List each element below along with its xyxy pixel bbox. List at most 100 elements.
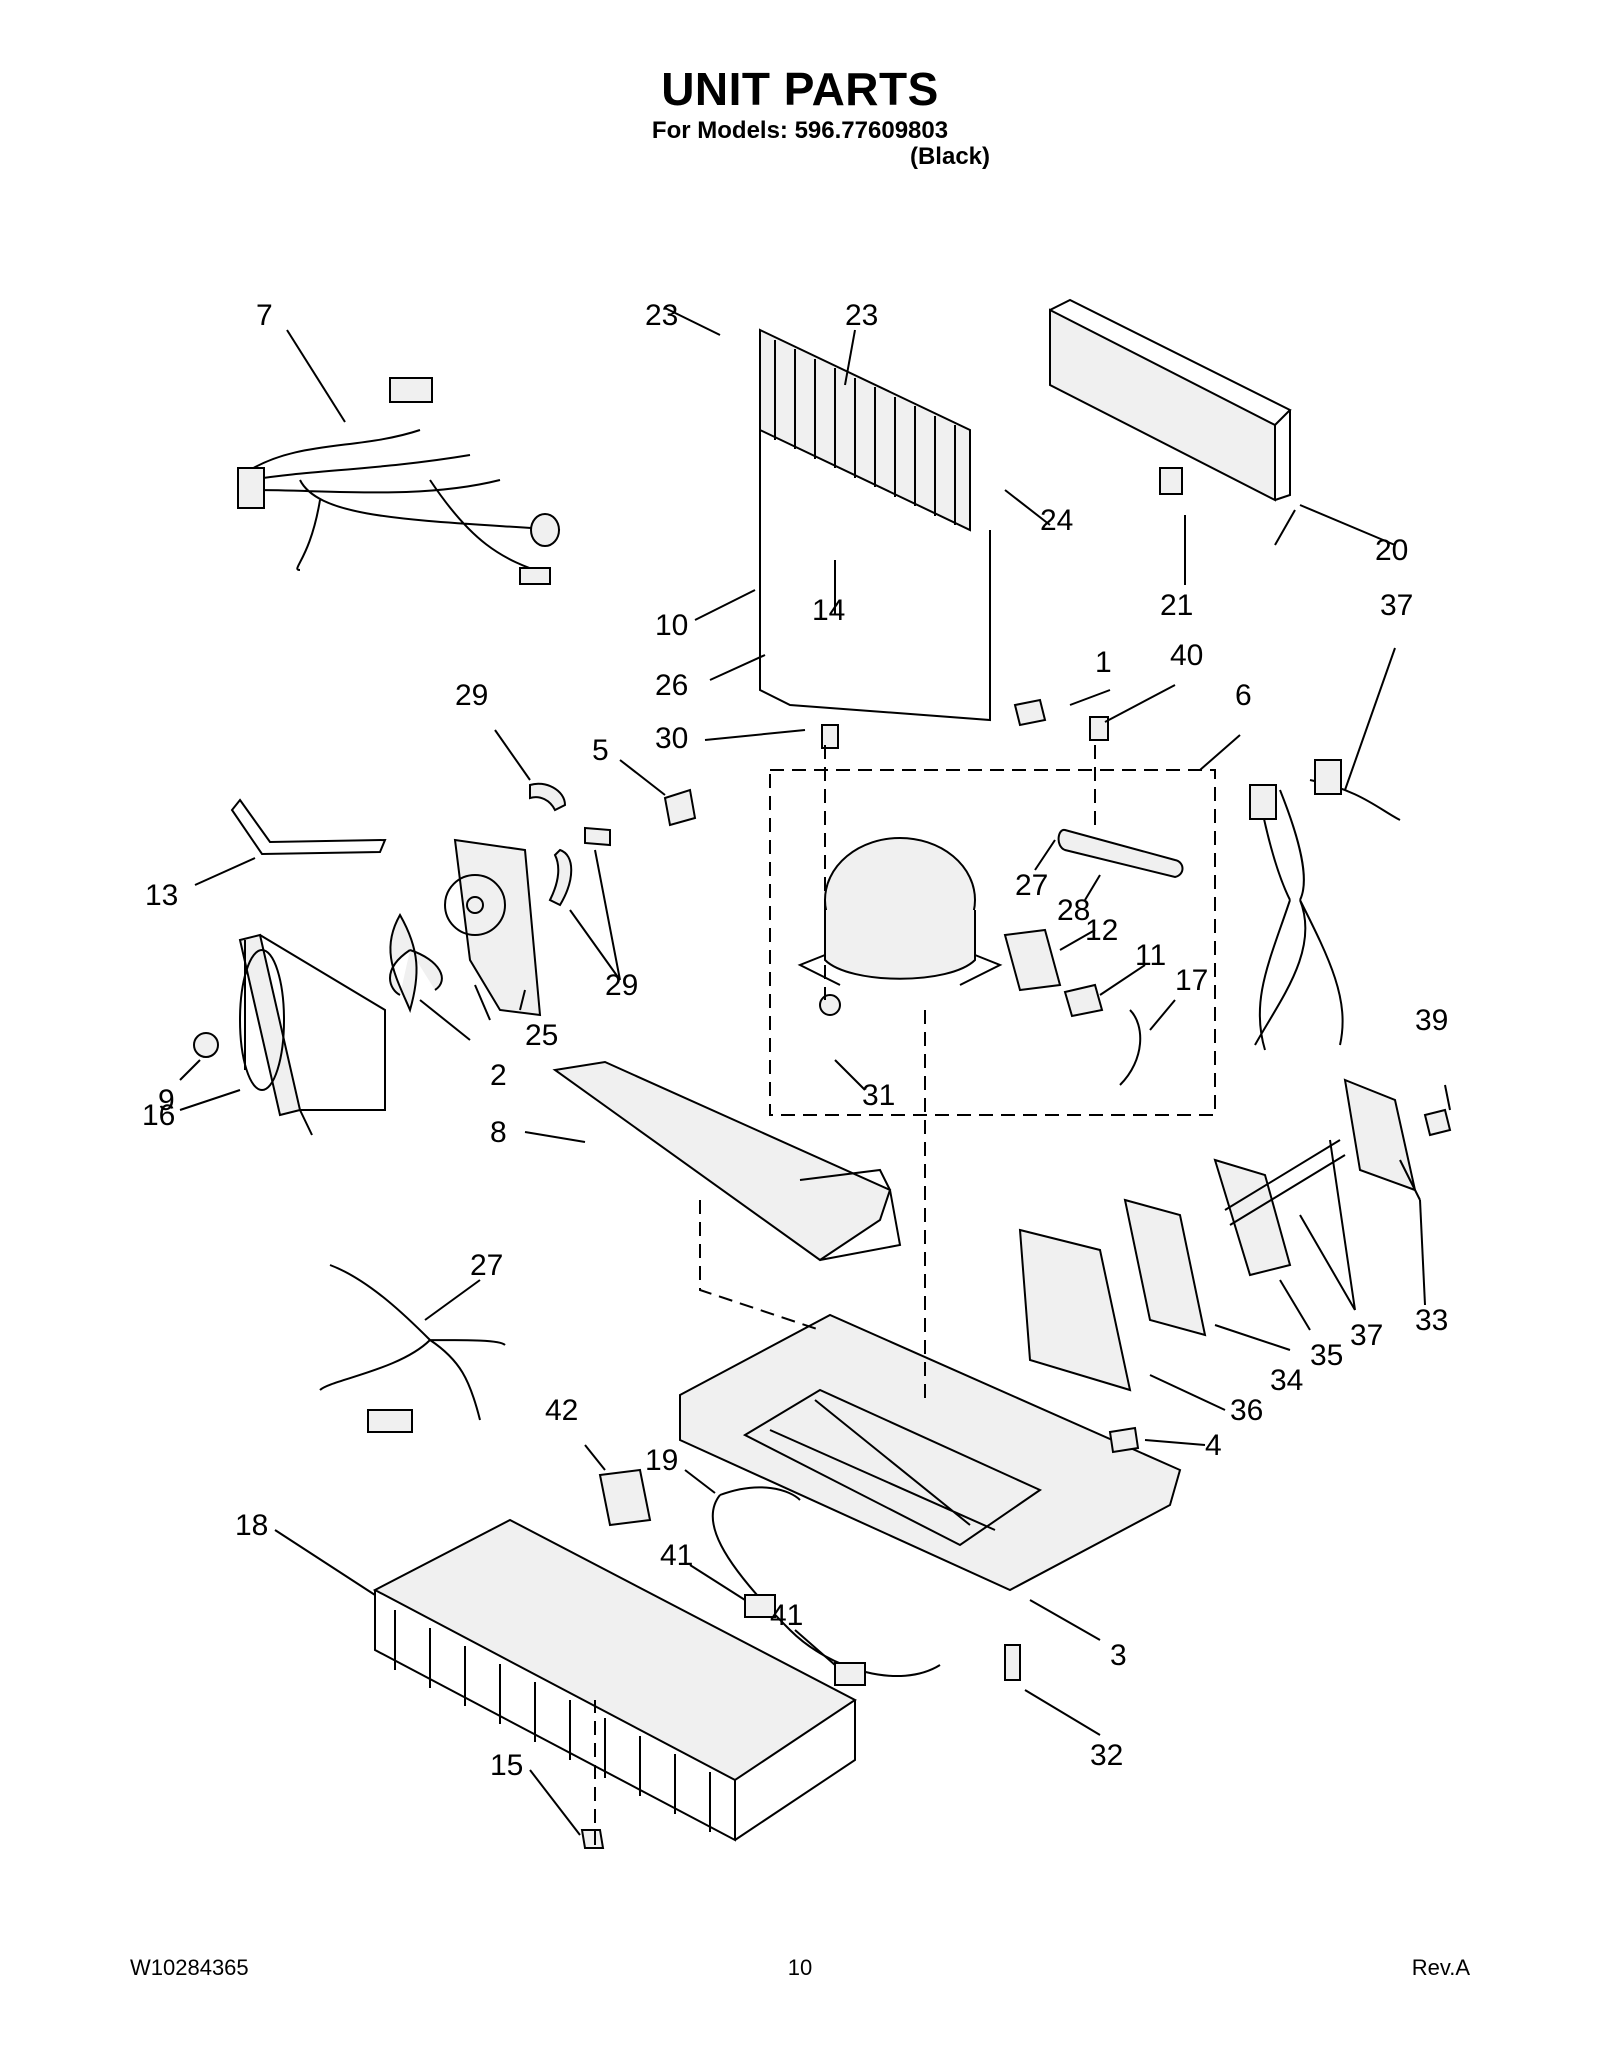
callout-39: 39 bbox=[1415, 1004, 1448, 1037]
callout-18: 18 bbox=[235, 1509, 268, 1542]
callout-36: 36 bbox=[1230, 1394, 1263, 1427]
callout-1: 1 bbox=[1095, 646, 1112, 679]
clip-17 bbox=[1119, 1009, 1142, 1086]
callout-22: 23 bbox=[845, 299, 878, 332]
callout-20: 20 bbox=[1375, 534, 1408, 567]
callout-40: 40 bbox=[1170, 639, 1203, 672]
clip-29 bbox=[529, 782, 567, 812]
compressor bbox=[797, 837, 1003, 986]
callout-29a: 29 bbox=[455, 679, 488, 712]
drain-pan-8 bbox=[552, 1060, 892, 1262]
model-subtitle: For Models: 596.77609803 (Black) bbox=[0, 118, 1600, 170]
callout-21: 21 bbox=[1160, 589, 1193, 622]
callout-31: 30 bbox=[655, 722, 688, 755]
callout-6: 6 bbox=[1235, 679, 1252, 712]
wire-harness-38 bbox=[1254, 779, 1401, 1051]
screw-39 bbox=[1423, 1108, 1452, 1137]
wire-harness-7 bbox=[237, 377, 561, 585]
screw-1 bbox=[1013, 698, 1047, 727]
callout-23a: 23 bbox=[645, 299, 678, 332]
bracket-33 bbox=[1343, 1078, 1417, 1192]
overload-11 bbox=[1063, 983, 1104, 1018]
clip-15 bbox=[580, 1829, 605, 1849]
screw-5 bbox=[663, 788, 697, 827]
base-plate-3 bbox=[679, 1313, 1182, 1592]
grommet-30 bbox=[819, 994, 841, 1016]
callout-2: 2 bbox=[490, 1059, 507, 1092]
tube-41a bbox=[744, 1594, 776, 1618]
callout-12: 12 bbox=[1085, 914, 1118, 947]
callout-30: 31 bbox=[862, 1079, 895, 1112]
callout-16: 16 bbox=[142, 1099, 175, 1132]
block-42 bbox=[598, 1468, 652, 1527]
clip-29b bbox=[584, 826, 611, 847]
condenser-22 bbox=[759, 328, 991, 722]
guide-lines bbox=[594, 745, 1096, 1845]
callout-19: 19 bbox=[645, 1444, 678, 1477]
wire-harness-26 bbox=[319, 1264, 506, 1421]
callout-8: 8 bbox=[490, 1116, 507, 1149]
page-title: UNIT PARTS bbox=[661, 63, 939, 115]
drier-27 bbox=[1057, 828, 1184, 879]
screw-32 bbox=[1004, 1644, 1021, 1681]
part-drawings bbox=[193, 298, 1452, 1849]
fan-motor-24 bbox=[444, 838, 542, 1017]
harness-38-plug-b bbox=[1314, 759, 1342, 795]
screw-40 bbox=[1089, 716, 1109, 741]
callout-4: 4 bbox=[1205, 1429, 1222, 1462]
callout-25: 26 bbox=[655, 669, 688, 702]
callout-38: 37 bbox=[1380, 589, 1413, 622]
color-line: (Black) bbox=[909, 143, 991, 170]
callout-17: 17 bbox=[1175, 964, 1208, 997]
harness-38-plug bbox=[1249, 784, 1277, 820]
compressor-kit-6 bbox=[769, 769, 1216, 1116]
callout-10: 10 bbox=[655, 609, 688, 642]
callout-11: 11 bbox=[1135, 939, 1166, 972]
callout-33: 33 bbox=[1415, 1304, 1448, 1337]
callout-26: 27 bbox=[470, 1249, 503, 1282]
callout-3: 3 bbox=[1110, 1639, 1127, 1672]
callout-29b: 29 bbox=[605, 969, 638, 1002]
tube-41b bbox=[834, 1662, 866, 1686]
callout-27: 27 bbox=[1015, 869, 1048, 902]
callout-32: 32 bbox=[1090, 1739, 1123, 1772]
relay-12 bbox=[1003, 928, 1062, 992]
callout-13: 13 bbox=[145, 879, 178, 912]
bracket-35 bbox=[1213, 1158, 1292, 1277]
callout-7: 7 bbox=[256, 299, 273, 332]
screw-4 bbox=[1108, 1426, 1140, 1454]
callout-41a: 41 bbox=[660, 1539, 693, 1572]
callout-15: 15 bbox=[490, 1749, 523, 1782]
callout-34: 34 bbox=[1270, 1364, 1303, 1397]
callout-42: 42 bbox=[545, 1394, 578, 1427]
callout-35: 35 bbox=[1310, 1339, 1343, 1372]
board-34 bbox=[1123, 1198, 1207, 1337]
evaporator-18 bbox=[372, 1518, 857, 1782]
revision: Rev.A bbox=[1411, 1955, 1470, 1980]
callout-24: 25 bbox=[525, 1019, 558, 1052]
cover-panel-20 bbox=[1049, 298, 1292, 502]
callout-23b: 24 bbox=[1040, 504, 1073, 537]
fan-shroud-16 bbox=[238, 933, 386, 1136]
fan-blade-2 bbox=[389, 912, 443, 1013]
leader-lines bbox=[179, 307, 1451, 1836]
cover-36 bbox=[1018, 1228, 1132, 1392]
screw-31 bbox=[821, 724, 839, 749]
models-line: For Models: 596.77609803 bbox=[651, 117, 949, 144]
page-number: 10 bbox=[787, 1955, 813, 1980]
callout-14: 14 bbox=[812, 594, 845, 627]
document-number: W10284365 bbox=[130, 1955, 249, 1980]
harness-26-plug bbox=[367, 1409, 413, 1433]
callout-41b: 41 bbox=[770, 1599, 803, 1632]
grommet-9 bbox=[193, 1032, 219, 1058]
capillary-19 bbox=[711, 1486, 941, 1677]
callout-5: 5 bbox=[592, 734, 609, 767]
callout-28: 28 bbox=[1057, 894, 1090, 927]
gasket-13 bbox=[230, 798, 387, 856]
callout-37: 37 bbox=[1350, 1319, 1383, 1352]
callout-9: 9 bbox=[158, 1084, 175, 1117]
callout-labels: 7 23 23 24 20 21 37 10 14 26 1 40 6 29 3… bbox=[142, 299, 1448, 1782]
clip-29c bbox=[548, 848, 573, 907]
long-screws-37 bbox=[1224, 1139, 1346, 1226]
